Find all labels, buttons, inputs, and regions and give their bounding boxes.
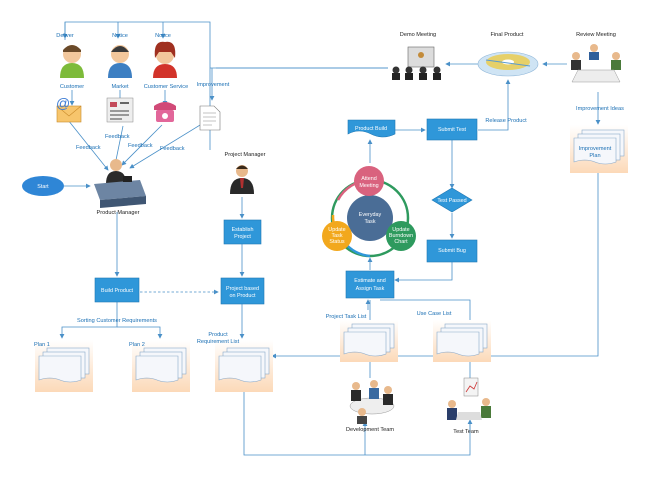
build-product-node[interactable]: Build Product [94,277,140,303]
development-team: Development Team [346,380,394,433]
plan-1-label: Plan 1 [34,342,50,348]
deliver-label: Deliver [56,33,74,39]
test-passed-node[interactable]: Test Passed [431,187,473,213]
desk-icon [94,159,146,208]
product-req-line-1: Product [208,332,228,338]
final-product: Final Product [477,32,539,77]
customer-service-label: Customer Service [144,84,188,90]
everyday-task-node[interactable]: Everyday Task [347,195,393,241]
project-based-node[interactable]: Project based on Product [220,277,265,305]
feedback-label-3: Feedback [128,143,153,149]
submit-test-node[interactable]: Submit Test [426,118,478,141]
customer-label: Customer [60,84,84,90]
update-task-status-node[interactable]: Update Task Status [322,221,352,251]
use-case-list-label: Use Case List [417,311,452,317]
final-product-label: Final Product [491,32,524,38]
product-manager-desk: Product Manager [94,159,146,216]
cd-icon [477,51,539,77]
project-manager: Project Manager [224,152,266,194]
svg-text:@: @ [56,95,70,111]
improvement-document-icon: Improvement [197,82,230,131]
attend-line-1: Attend [361,176,377,182]
submit-bug-label: Submit Bug [438,248,466,254]
person-icon [230,165,254,194]
meeting-icon [571,44,621,83]
presentation-icon [392,46,441,80]
release-product-label: Release Product [485,118,527,124]
project-task-list-label: Project Task List [326,314,367,320]
product-build-node[interactable]: Product Build [347,119,396,138]
demo-meeting: Demo Meeting [392,32,441,80]
build-product-label: Build Product [101,288,134,294]
test-passed-label: Test Passed [437,198,466,204]
meeting-icon [349,380,395,424]
update-task-line-2: Task [331,233,342,239]
plan-2-panel: Plan 2 [129,340,190,392]
market-label: Market [111,84,129,90]
feedback-label-1: Feedback [76,145,101,151]
customer-person: Deliver Customer [56,33,84,90]
burndown-line-1: Update [392,227,409,233]
submit-bug-node[interactable]: Submit Bug [426,239,478,263]
demo-meeting-label: Demo Meeting [400,32,436,38]
plan-2-label: Plan 2 [129,342,145,348]
everyday-line-2: Task [364,219,375,225]
attend-meeting-node[interactable]: Attend Meeting [354,166,384,196]
estimate-line-1: Estimate and [354,278,385,284]
start-node[interactable]: Start [22,176,64,196]
burndown-line-3: Chart [394,239,408,245]
person-icon [108,45,132,78]
update-burndown-node[interactable]: Update Burndown Chart [386,221,416,251]
product-requirement-panel: Product Requirement List [197,332,273,392]
service-person: Notice Customer Service [144,33,188,90]
update-task-line-1: Update [328,227,345,233]
burndown-line-2: Burndown [389,233,413,239]
project-based-line-1: Project based [226,286,259,292]
notice-market-label: Notice [112,33,128,39]
establish-project-node[interactable]: Establish Project [223,219,262,245]
email-icon: @ [56,95,82,123]
start-label: Start [37,184,49,190]
estimate-line-2: Assign Task [356,286,385,292]
improvement-plan-line-1: Improvement [579,146,612,152]
feedback-label-4: Feedback [160,146,185,152]
document-icon [106,97,134,123]
connectors [59,21,601,456]
test-team: Test Team [447,377,491,435]
improvement-plan-line-2: Plan [589,153,600,159]
improvement-label: Improvement [197,82,230,88]
improvement-plan-panel: Improvement Plan [570,125,628,173]
development-team-label: Development Team [346,427,394,433]
everyday-task-cycle: Everyday Task Attend Meeting Update Task… [322,166,416,258]
submit-test-label: Submit Test [438,127,467,133]
use-case-list-panel: Use Case List [417,311,491,362]
product-manager-label: Product Manager [97,210,140,216]
person-icon [153,41,177,78]
project-task-list-panel: Project Task List [326,314,398,362]
presentation-icon [447,377,491,420]
market-person: Notice Market [108,33,132,90]
plan-1-panel: Plan 1 [34,340,93,392]
improvement-ideas-label: Improvement Ideas [576,106,624,112]
product-req-line-2: Requirement List [197,339,240,345]
update-task-line-3: Status [329,239,345,245]
feedback-label-2: Feedback [105,134,130,140]
product-build-label: Product Build [355,126,387,132]
review-meeting: Review Meeting [571,32,621,83]
project-based-line-2: on Product [229,293,256,299]
establish-line-1: Establish [232,227,254,233]
project-manager-label: Project Manager [224,152,265,158]
everyday-line-1: Everyday [359,212,382,218]
estimate-assign-node[interactable]: Estimate and Assign Task [345,270,395,299]
sorting-label: Sorting Customer Requirements [77,318,157,324]
notice-service-label: Notice [155,33,171,39]
attend-line-2: Meeting [359,183,378,189]
test-team-label: Test Team [453,429,479,435]
review-meeting-label: Review Meeting [576,32,616,38]
person-icon [60,45,84,78]
establish-line-2: Project [234,234,251,240]
telephone-icon [154,102,176,122]
